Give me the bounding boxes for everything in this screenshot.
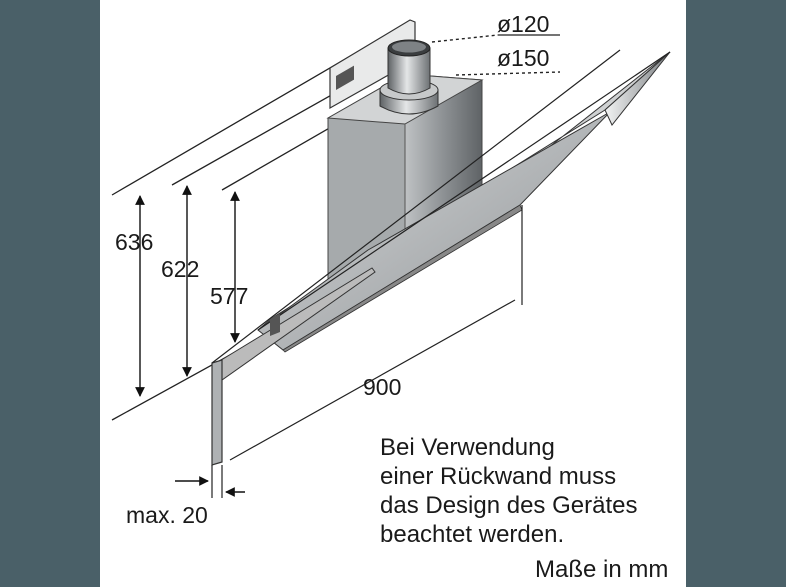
leader-lines — [431, 34, 561, 76]
front-panel — [211, 49, 621, 466]
installation-note: Bei Verwendung einer Rückwand muss das D… — [380, 433, 637, 549]
units-note: Maße in mm — [535, 556, 669, 583]
canopy — [217, 51, 671, 381]
note-line: einer Rückwand muss — [380, 463, 617, 490]
note-line: Bei Verwendung — [380, 434, 555, 461]
height-mid-label: 622 — [161, 256, 200, 282]
duct-inner-label: ø120 — [497, 11, 550, 37]
dimension-arrows — [135, 185, 245, 497]
hood-drawing — [111, 19, 671, 498]
note-line: das Design des Gerätes — [380, 492, 638, 519]
note-line: beachtet werden. — [380, 521, 565, 548]
width-label: 900 — [363, 374, 402, 400]
dimension-lines — [211, 205, 523, 498]
height-low-label: 577 — [210, 283, 249, 309]
depth-max-label: max. 20 — [126, 502, 208, 528]
height-total-label: 636 — [115, 229, 154, 255]
drawing-canvas: ø120 ø150 636 622 577 900 max. 20 Bei Ve… — [100, 0, 686, 587]
duct-collar — [379, 39, 439, 115]
duct-outer-label: ø150 — [497, 45, 550, 71]
